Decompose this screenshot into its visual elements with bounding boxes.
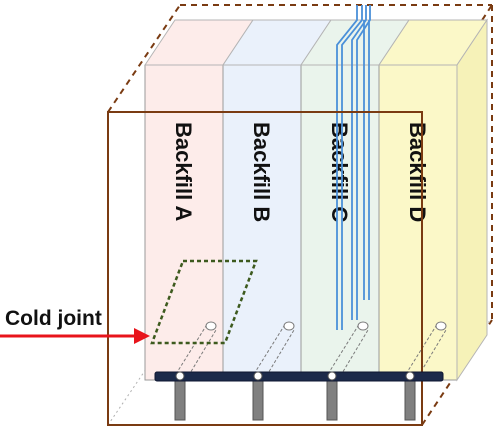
front-box: [107, 111, 423, 426]
backfill-d-label: Backfill D: [405, 122, 430, 222]
rail-joints: [175, 371, 415, 381]
pipe-ends: [205, 321, 447, 331]
back-box: [107, 4, 493, 426]
cold-joint-outline: [150, 259, 258, 345]
cross-pipes: [175, 325, 447, 381]
cold-joint-label: Cold joint: [5, 307, 102, 330]
backfill-b-label: Backfill B: [249, 122, 274, 222]
column-a: Backfill A: [144, 19, 254, 381]
backfill-a-label: Backfill A: [171, 122, 196, 222]
column-d: Backfill D: [378, 18, 488, 382]
cold-joint-arrow: [0, 328, 150, 344]
backfill-c-label: Backfill C: [327, 122, 352, 222]
column-c: Backfill C: [300, 19, 410, 381]
bottom-rail: [154, 371, 444, 382]
vertical-pipes: [336, 5, 371, 330]
support-posts: [174, 379, 416, 421]
column-b: Backfill B: [222, 19, 332, 381]
